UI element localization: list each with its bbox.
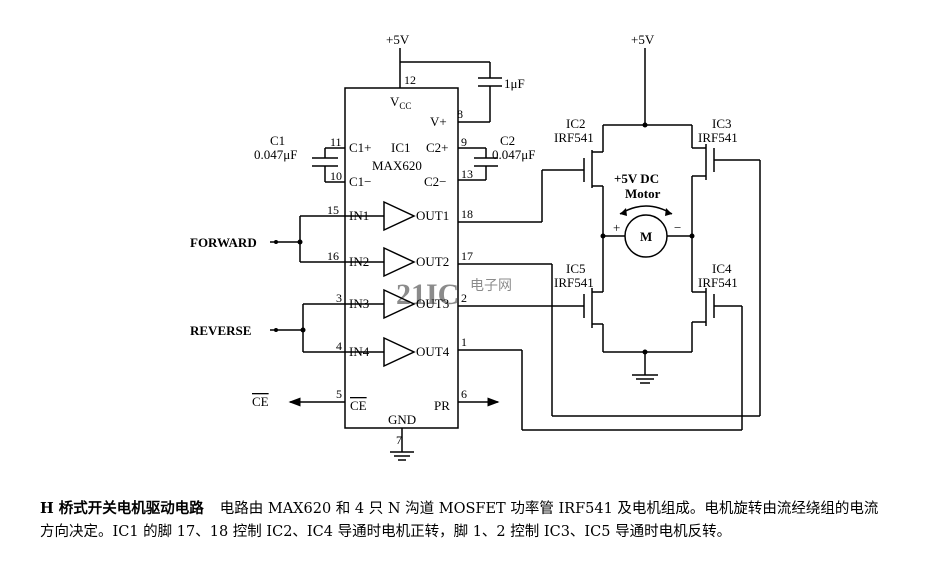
ic1-pr-label: PR: [434, 398, 450, 413]
pin-2: 2: [461, 291, 467, 305]
ic5-part-label: IRF541: [554, 275, 594, 290]
supply-left-label: +5V: [386, 32, 410, 47]
ic3-ref-label: IC3: [712, 116, 732, 131]
ic1-vcc-label: VCC: [390, 94, 411, 111]
motor-minus-label: −: [674, 220, 681, 235]
ic1-c1p-label: C1+: [349, 140, 372, 155]
caption-title: H 桥式开关电机驱动电路: [40, 500, 204, 517]
pin-15: 15: [327, 203, 339, 217]
reverse-label: REVERSE: [190, 323, 251, 338]
ic1-in2-label: IN2: [349, 254, 369, 269]
watermark-sub: 电子网: [470, 278, 512, 294]
ic3-part-label: IRF541: [698, 130, 738, 145]
watermark-main: 21IC: [396, 278, 459, 311]
ic4-part-label: IRF541: [698, 275, 738, 290]
ce-signal-label: CE: [252, 394, 269, 409]
ic1-out4-label: OUT4: [416, 344, 450, 359]
pin-6: 6: [461, 387, 467, 401]
pin-18: 18: [461, 207, 473, 221]
ic1-in1-label: IN1: [349, 208, 369, 223]
pin-9: 9: [461, 135, 467, 149]
ic1-ref-label: IC1: [391, 140, 411, 155]
ic2-part-label: IRF541: [554, 130, 594, 145]
pin-1: 1: [461, 335, 467, 349]
supply-right-label: +5V: [631, 32, 655, 47]
c2-value-label: 0.047μF: [492, 147, 535, 162]
watermark: 21IC 电子网: [396, 278, 512, 311]
pin-12: 12: [404, 73, 416, 87]
c2-ref-label: C2: [500, 133, 515, 148]
pin-13: 13: [461, 167, 473, 181]
pin-5: 5: [336, 387, 342, 401]
ic1-ce-label: CE: [350, 398, 367, 413]
ic1-c2p-label: C2+: [426, 140, 449, 155]
pin-4: 4: [336, 339, 342, 353]
pin-7: 7: [396, 433, 402, 447]
ic1-out1-label: OUT1: [416, 208, 449, 223]
ic2-ref-label: IC2: [566, 116, 586, 131]
forward-label: FORWARD: [190, 235, 257, 250]
motor-symbol: [624, 214, 668, 258]
motor-plus-label: +: [613, 220, 620, 235]
pin-17: 17: [461, 249, 473, 263]
h-bridge-schematic: 21IC 电子网: [190, 32, 761, 461]
pin-10: 10: [330, 169, 342, 183]
pin-11: 11: [330, 135, 342, 149]
ic1-vplus-label: V+: [430, 114, 447, 129]
rotation-arrow: [619, 205, 673, 215]
ic1-out3-label: OUT3: [416, 296, 449, 311]
ic5-ref-label: IC5: [566, 261, 586, 276]
pin-16: 16: [327, 249, 339, 263]
ic1-part-label: MAX620: [372, 158, 422, 173]
ic4-ref-label: IC4: [712, 261, 732, 276]
c3-value-label: 1μF: [504, 76, 525, 91]
pin-8: 8: [457, 107, 463, 121]
ic1-out2-label: OUT2: [416, 254, 449, 269]
ic1-in3-label: IN3: [349, 296, 369, 311]
figure-caption: H 桥式开关电机驱动电路电路由 MAX620 和 4 只 N 沟道 MOSFET…: [40, 497, 890, 544]
pin-3: 3: [336, 291, 342, 305]
c1-ref-label: C1: [270, 133, 285, 148]
ic1-c2m-label: C2−: [424, 174, 447, 189]
motor-voltage-label: +5V DC: [614, 171, 659, 186]
caption-body: 电路由 MAX620 和 4 只 N 沟道 MOSFET 功率管 IRF541 …: [40, 501, 879, 540]
motor-name-label: Motor: [625, 186, 661, 201]
motor-m-label: M: [640, 229, 652, 244]
ic1-in4-label: IN4: [349, 344, 370, 359]
c1-value-label: 0.047μF: [254, 147, 297, 162]
ic1-gnd-label: GND: [388, 412, 416, 427]
ic1-c1m-label: C1−: [349, 174, 372, 189]
